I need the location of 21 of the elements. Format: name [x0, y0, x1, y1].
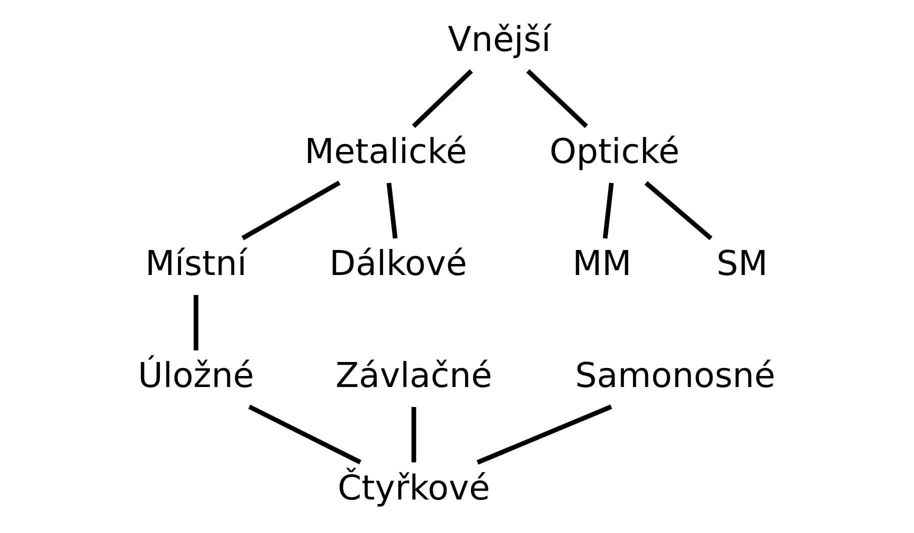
node-text: Metalické: [304, 132, 468, 172]
node-text: Optické: [550, 132, 680, 172]
connector: [526, 69, 588, 128]
connector: [602, 182, 614, 239]
node-text: Vnější: [448, 20, 551, 60]
node-text: Místní: [145, 244, 247, 284]
connector: [194, 294, 198, 350]
node-text: Závlačné: [335, 356, 492, 396]
connector: [241, 180, 341, 240]
connector: [248, 404, 362, 464]
node-text: Samonosné: [575, 356, 776, 396]
node-text: Úložné: [138, 356, 254, 396]
node-text: SM: [716, 244, 768, 284]
connector: [412, 69, 473, 128]
connector: [644, 181, 712, 240]
connector: [386, 182, 398, 239]
node-text: MM: [572, 244, 632, 284]
connector: [412, 407, 416, 462]
node-text: Dálkové: [329, 244, 468, 284]
connector: [476, 404, 612, 465]
node-text: Čtyřkové: [338, 468, 490, 508]
